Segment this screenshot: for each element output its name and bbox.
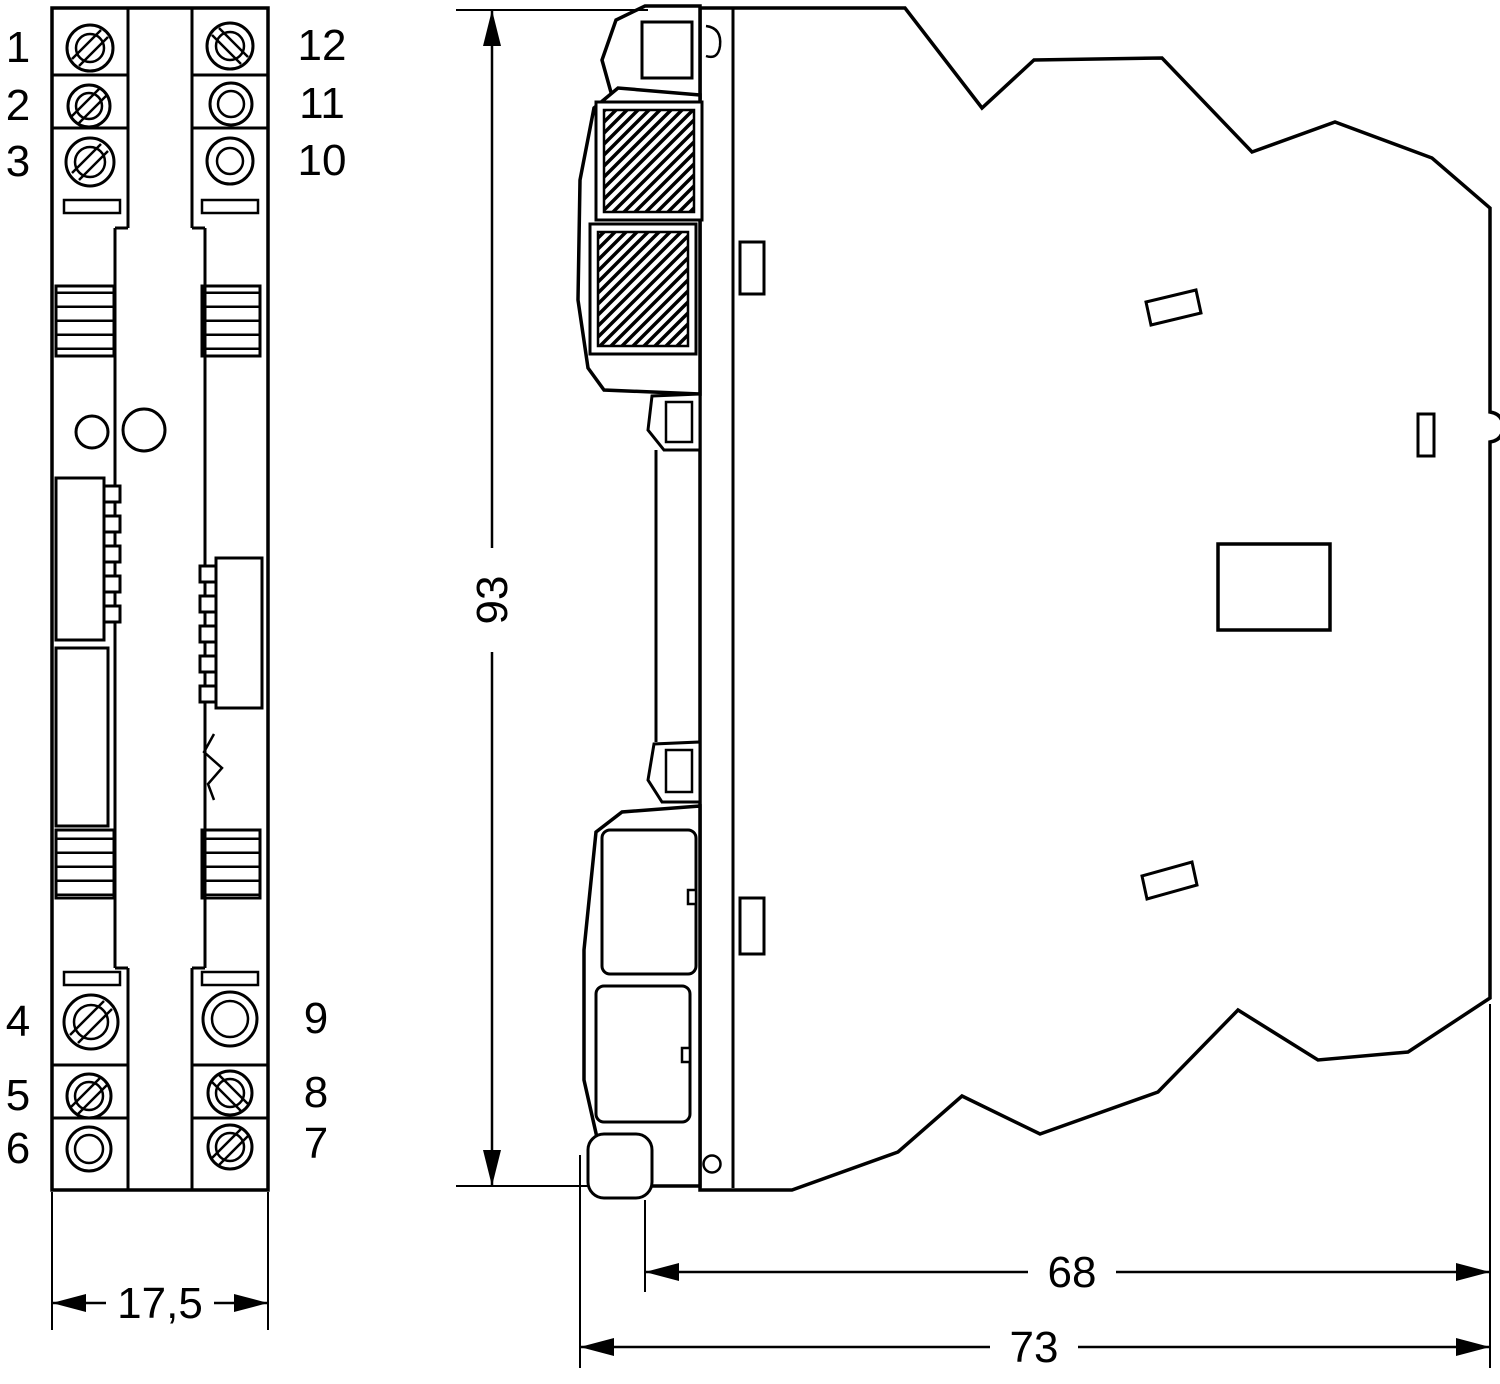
terminal-label-8: 8	[304, 1068, 328, 1117]
screw-terminal-7	[206, 1123, 254, 1171]
dim-height-label: 93	[468, 576, 517, 625]
vent-slot-bottom	[738, 896, 766, 956]
terminal-label-7: 7	[304, 1119, 328, 1168]
terminal-label-9: 9	[304, 994, 328, 1043]
screw-terminal-5	[65, 1072, 113, 1120]
bottom-clamp	[582, 804, 702, 1188]
terminal-label-10: 10	[298, 136, 347, 185]
arrow-down-icon	[483, 1150, 501, 1186]
ribbed-block-top-right	[200, 284, 262, 358]
break-squiggle	[202, 733, 224, 801]
comb-contact-right	[198, 556, 264, 710]
test-socket-small	[74, 414, 110, 450]
front-outline	[50, 6, 270, 1192]
terminal-label-11: 11	[299, 79, 345, 128]
screw-terminal-3	[64, 136, 116, 188]
terminal-label-1: 1	[6, 23, 30, 72]
hatched-conductor-2	[596, 230, 690, 348]
arrow-right-icon	[1456, 1263, 1490, 1281]
screw-terminal-11	[208, 81, 254, 127]
hatched-conductor-1	[602, 108, 696, 214]
ribbed-block-bottom-left	[54, 828, 116, 900]
latch-spring-curl	[705, 24, 722, 59]
din-rail-notch-bottom	[646, 740, 702, 804]
ribbed-block-top-left	[54, 284, 116, 358]
vent-slot-right-edge	[1416, 412, 1436, 458]
dim-depth-overall-label: 73	[1010, 1323, 1059, 1372]
vent-slot-upper-right	[1144, 288, 1203, 327]
terminal-labels: 1 2 3 4 5 6 12 11 10 9 8 7	[6, 21, 347, 1173]
vent-slot-lower-right	[1140, 860, 1199, 901]
screw-terminal-8	[206, 1069, 254, 1117]
top-latch	[600, 4, 722, 106]
screw-terminal-4	[62, 993, 120, 1051]
arrow-right-icon	[1456, 1338, 1490, 1356]
terminal-label-5: 5	[6, 1071, 30, 1120]
arrow-left-icon	[52, 1294, 86, 1312]
screw-terminal-2	[66, 83, 112, 129]
arrow-up-icon	[483, 10, 501, 46]
arrow-left-icon	[580, 1338, 614, 1356]
din-rail-notch-top	[646, 392, 702, 452]
terminal-label-12: 12	[298, 21, 347, 70]
dimension-width: 17,5	[51, 1192, 269, 1330]
screw-terminal-6	[65, 1125, 113, 1173]
label-field	[54, 646, 110, 828]
dimensions: 17,5 93 68 73	[51, 9, 1491, 1372]
terminal-label-2: 2	[6, 81, 30, 130]
module-body-outline	[698, 6, 1500, 1192]
dimension-depth-inner: 68	[644, 1004, 1491, 1368]
type-label-window	[1216, 542, 1332, 632]
terminal-label-6: 6	[6, 1124, 30, 1173]
foot-pivot	[702, 1154, 722, 1174]
dimension-depth-overall: 73	[579, 1155, 1490, 1372]
terminal-label-3: 3	[6, 137, 30, 186]
dim-depth-inner-label: 68	[1048, 1248, 1097, 1297]
top-terminal-clamp	[576, 86, 704, 396]
ribbed-block-bottom-right	[200, 828, 262, 900]
mounting-foot	[586, 1132, 654, 1200]
arrow-right-icon	[234, 1294, 268, 1312]
side-view	[576, 4, 1500, 1200]
test-socket-large	[121, 407, 167, 453]
marker-bar-bottom-left	[62, 970, 122, 987]
marker-bar-bottom-right	[200, 970, 260, 987]
dimension-height: 93	[456, 9, 648, 1187]
arrow-left-icon	[645, 1263, 679, 1281]
dim-width-label: 17,5	[117, 1279, 203, 1328]
screw-terminal-10	[205, 136, 255, 186]
marker-bar-top-left	[62, 198, 122, 215]
screw-terminal-9	[201, 990, 259, 1048]
vent-slot-top	[738, 240, 766, 296]
marker-bar-top-right	[200, 198, 260, 215]
terminal-label-4: 4	[6, 997, 30, 1046]
front-view	[50, 6, 270, 1192]
screw-terminal-12	[205, 21, 255, 71]
comb-contact-left	[54, 476, 122, 642]
screw-terminal-1	[65, 23, 115, 73]
